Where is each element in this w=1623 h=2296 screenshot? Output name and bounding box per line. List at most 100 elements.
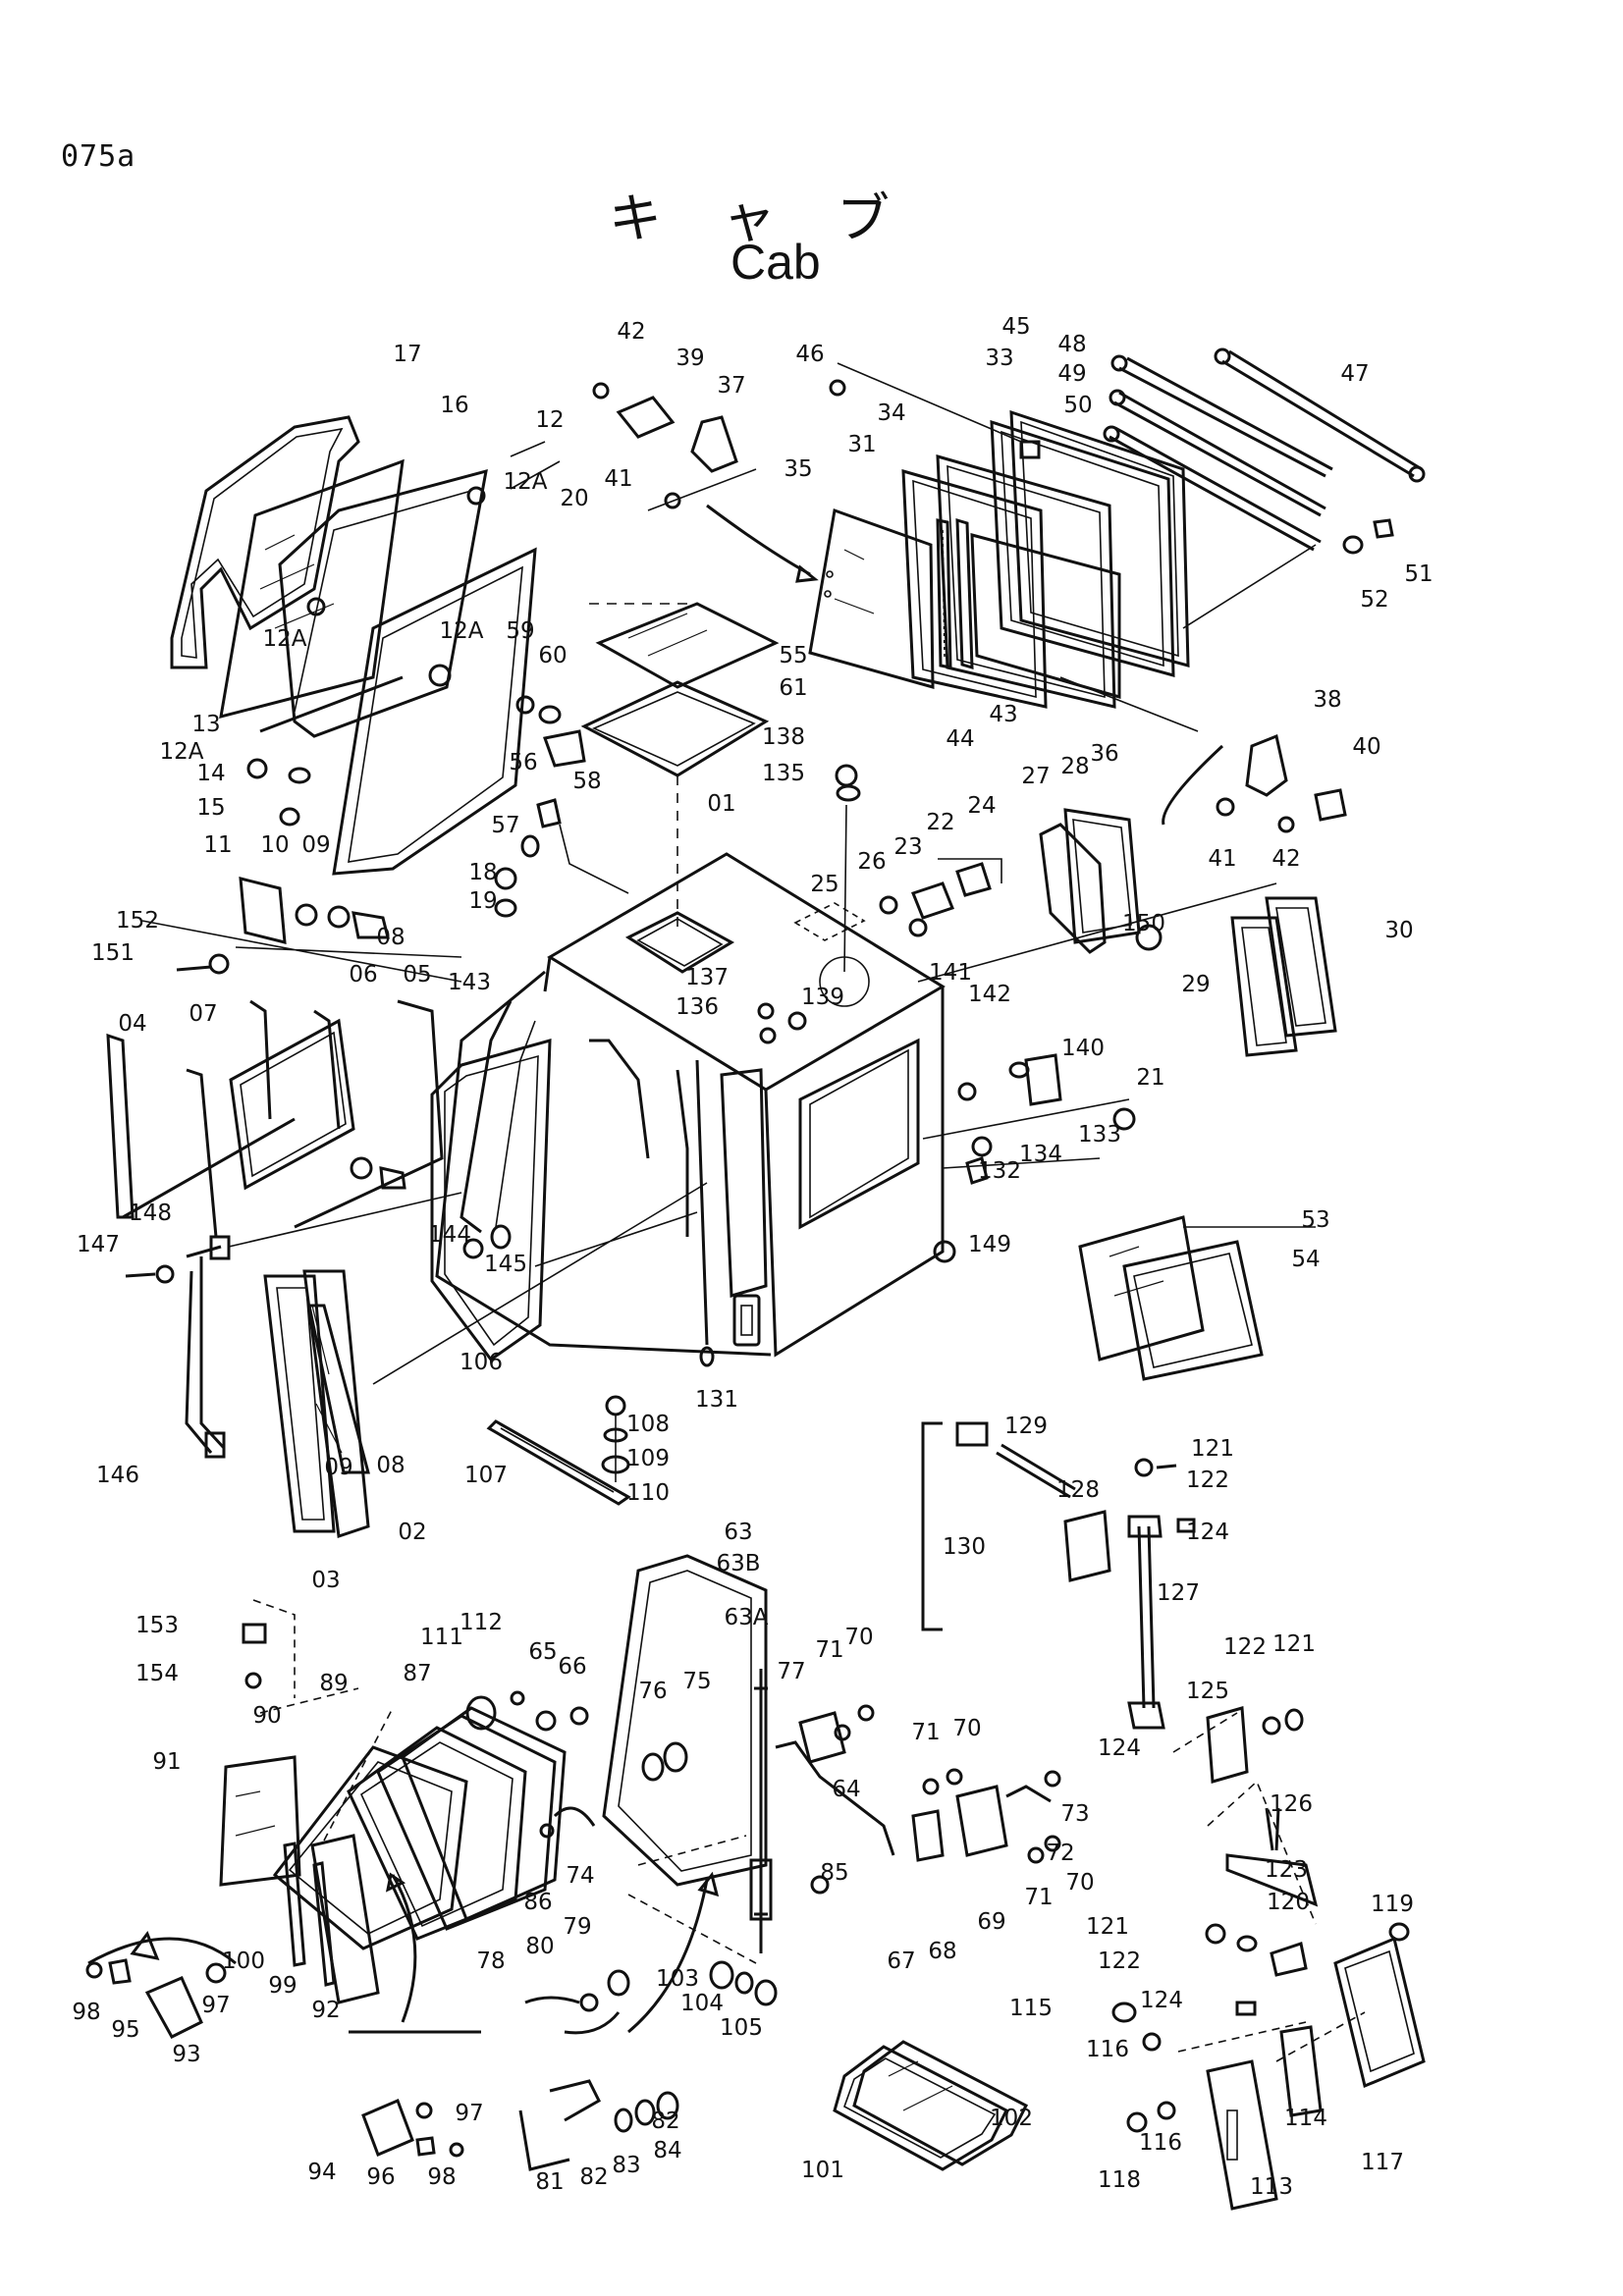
part-callout: 124	[1098, 1735, 1141, 1761]
part-callout: 09	[301, 832, 330, 858]
part-callout: 26	[857, 849, 886, 875]
part-callout: 24	[967, 793, 996, 819]
part-callout: 122	[1098, 1949, 1141, 1974]
part-callout: 97	[455, 2101, 483, 2126]
part-callout: 41	[604, 466, 632, 492]
part-callout: 53	[1301, 1207, 1329, 1233]
part-callout: 125	[1186, 1679, 1229, 1704]
cab-body	[435, 852, 946, 1358]
part-callout: 68	[928, 1939, 956, 1964]
part-callout: 108	[626, 1412, 670, 1437]
part-callout: 144	[428, 1222, 471, 1248]
part-callout: 154	[135, 1661, 179, 1686]
part-callout: 142	[968, 982, 1011, 1007]
part-callout: 119	[1371, 1892, 1414, 1917]
wiper-arms	[1103, 347, 1426, 629]
roof-hatch-glass	[580, 602, 780, 928]
part-callout: 28	[1060, 754, 1089, 779]
part-callout: 98	[427, 2164, 456, 2190]
part-callout: 91	[152, 1749, 181, 1775]
part-callout: 65	[528, 1639, 557, 1665]
part-callout: 09	[324, 1455, 352, 1480]
part-callout: 15	[196, 795, 225, 821]
floor-strap	[486, 1395, 631, 1506]
part-callout: 06	[349, 962, 377, 988]
part-callout: 146	[96, 1463, 139, 1488]
part-callout: 42	[1271, 846, 1300, 872]
part-callout: 63A	[724, 1605, 768, 1630]
part-callout: 75	[682, 1669, 711, 1694]
rear-window-set	[808, 362, 1199, 732]
part-callout: 29	[1181, 972, 1210, 997]
part-callout: 124	[1140, 1988, 1183, 2013]
part-callout: 42	[617, 319, 645, 345]
part-callout: 153	[135, 1613, 179, 1638]
part-callout: 101	[801, 2158, 844, 2183]
part-callout: 30	[1384, 918, 1413, 943]
part-callout: 67	[887, 1949, 915, 1974]
part-callout: 34	[877, 400, 905, 426]
striker-parts	[518, 1871, 778, 2171]
part-callout: 12A	[503, 469, 547, 495]
part-callout: 115	[1009, 1996, 1053, 2021]
part-callout: 94	[307, 2160, 336, 2185]
part-callout: 39	[676, 346, 704, 371]
part-callout: 61	[779, 675, 807, 701]
part-callout: 78	[476, 1949, 505, 1974]
part-callout: 99	[268, 1973, 297, 1999]
part-callout: 59	[506, 618, 534, 644]
part-callout: 63B	[716, 1551, 760, 1576]
part-callout: 56	[509, 750, 537, 775]
part-callout: 127	[1157, 1580, 1200, 1606]
part-callout: 117	[1361, 2150, 1404, 2175]
part-callout: 11	[203, 832, 232, 858]
part-callout: 49	[1057, 361, 1086, 387]
body-fittings	[699, 764, 1136, 1367]
part-callout: 08	[376, 925, 405, 950]
part-callout: 05	[403, 962, 431, 988]
part-callout: 103	[656, 1966, 699, 1992]
part-callout: 121	[1191, 1436, 1234, 1462]
part-callout: 71	[1024, 1885, 1053, 1910]
part-callout: 145	[484, 1252, 527, 1277]
title-japanese: キャブ	[609, 187, 950, 249]
part-callout: 97	[201, 1993, 230, 2018]
part-callout: 141	[929, 960, 972, 986]
part-callout: 71	[815, 1637, 843, 1663]
mid-fittings	[494, 695, 629, 918]
part-callout: 96	[366, 2164, 395, 2190]
part-callout: 80	[525, 1934, 554, 1959]
part-callout: 12A	[439, 618, 483, 644]
part-callout: 92	[311, 1998, 340, 2023]
part-callout: 77	[777, 1659, 805, 1684]
part-callout: 22	[926, 810, 954, 835]
part-callout: 44	[946, 726, 974, 752]
part-callout: 13	[191, 712, 220, 737]
part-callout: 57	[491, 813, 519, 838]
glass-latch	[85, 1872, 481, 2158]
part-callout: 31	[847, 432, 876, 457]
part-callout: 47	[1340, 361, 1369, 387]
part-callout: 52	[1360, 587, 1388, 613]
part-callout: 40	[1352, 734, 1380, 760]
part-callout: 70	[844, 1625, 873, 1650]
part-callout: 124	[1186, 1520, 1229, 1545]
part-callout: 41	[1208, 846, 1236, 872]
part-callout: 107	[464, 1463, 508, 1488]
rear-window	[833, 2040, 1029, 2171]
part-callout: 36	[1090, 741, 1118, 767]
part-callout: 21	[1136, 1065, 1164, 1091]
part-callout: 08	[376, 1453, 405, 1478]
part-callout: 106	[460, 1350, 503, 1375]
part-callout: 135	[762, 761, 805, 786]
part-callout: 18	[468, 860, 497, 885]
part-callout: 23	[893, 834, 922, 860]
part-callout: 12A	[159, 739, 203, 765]
page-code: 075a	[61, 139, 136, 174]
part-callout: 82	[651, 2109, 679, 2134]
part-callout: 122	[1223, 1634, 1267, 1660]
lock-rod-group	[921, 1421, 1319, 2016]
part-callout: 19	[468, 888, 497, 914]
